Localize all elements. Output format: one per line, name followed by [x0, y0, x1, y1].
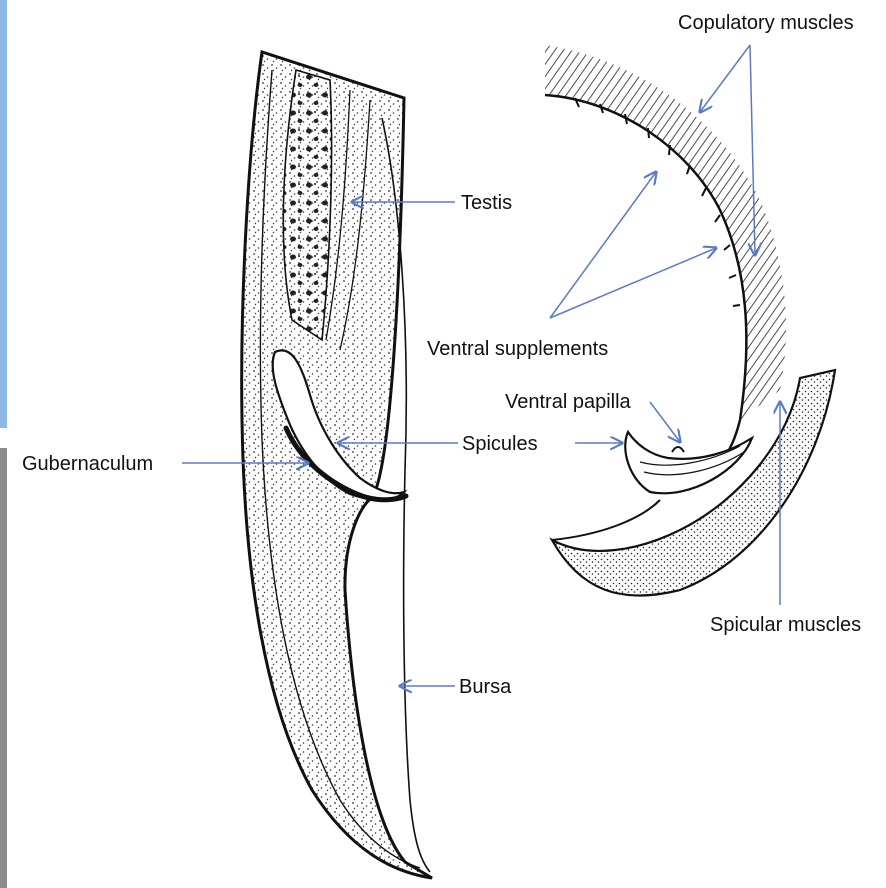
label-bursa: Bursa	[459, 676, 512, 698]
label-copulatory-muscles: Copulatory muscles	[678, 12, 854, 34]
testis	[283, 70, 331, 340]
arrow-copulatory-1	[700, 45, 750, 112]
left-bar-gray	[0, 448, 7, 888]
label-testis: Testis	[461, 192, 512, 214]
male-tail-figure	[242, 52, 432, 878]
ventral-papilla	[672, 447, 684, 452]
curved-tail-figure	[545, 45, 835, 596]
tail-tip-outline	[552, 500, 660, 540]
label-ventral-supplements: Ventral supplements	[427, 338, 608, 360]
label-spicules: Spicules	[462, 433, 538, 455]
arrow-ventral-papilla	[650, 402, 680, 442]
label-ventral-papilla: Ventral papilla	[505, 391, 632, 413]
label-gubernaculum: Gubernaculum	[22, 453, 153, 475]
label-spicular-muscles: Spicular muscles	[710, 614, 861, 636]
left-bar-blue	[0, 0, 7, 428]
